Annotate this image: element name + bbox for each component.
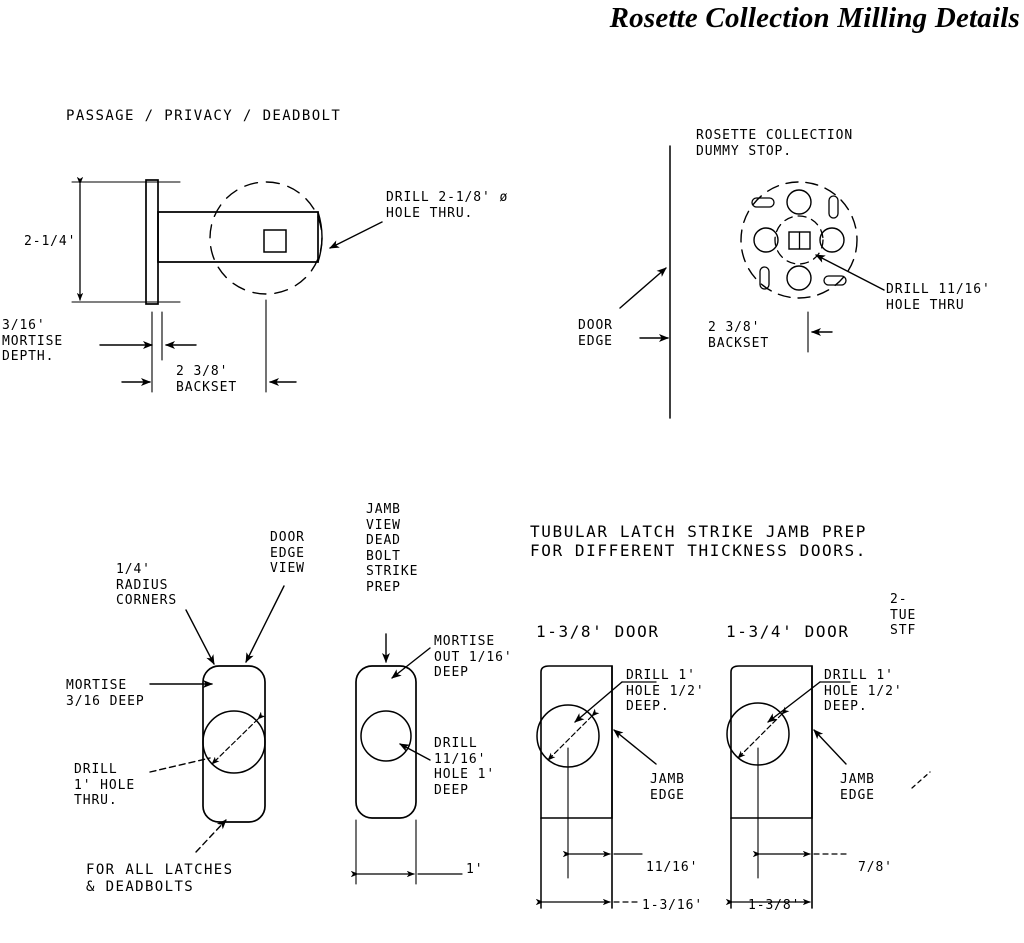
drill-hole-thru-callout: DRILL 2-1/8' ø HOLE THRU. (386, 190, 509, 221)
door-edge-view-label: DOOR EDGE VIEW (270, 530, 305, 576)
door-1-3-4-title: 1-3/4' DOOR (726, 622, 850, 641)
mortise-out-label: MORTISE OUT 1/16' DEEP (434, 634, 513, 680)
truncated-tubular-strike-label: 2- TUE STF (890, 592, 917, 638)
door-1-3-8-outer-dimension: 1-3/16' (642, 898, 704, 913)
door-1-3-8-jamb-edge-label: JAMB EDGE (650, 772, 685, 803)
jamb-deadbolt-strike-title: JAMB VIEW DEAD BOLT STRIKE PREP (366, 502, 419, 595)
mortise-depth-label: 3/16' MORTISE DEPTH. (2, 318, 64, 364)
door-1-3-4-inner-dimension: 7/8' (858, 860, 893, 875)
dummy-door-edge-label: DOOR EDGE (578, 318, 613, 349)
tubular-latch-strike-heading: TUBULAR LATCH STRIKE JAMB PREP FOR DIFFE… (530, 522, 867, 560)
dummy-stop-heading: ROSETTE COLLECTION DUMMY STOP. (696, 128, 854, 159)
all-latches-deadbolts-note: FOR ALL LATCHES & DEADBOLTS (86, 862, 234, 895)
door-1-3-8-inner-dimension: 11/16' (646, 860, 699, 875)
door-1-3-4-outer-dimension: 1-3/8' (748, 898, 801, 913)
jamb-width-dimension: 1' (466, 862, 484, 877)
passage-privacy-deadbolt-heading: PASSAGE / PRIVACY / DEADBOLT (66, 108, 342, 124)
door-1-3-4-jamb-edge-label: JAMB EDGE (840, 772, 875, 803)
latch-height-dimension-label: 2-1/4' (24, 234, 77, 249)
door-1-3-4-drill-callout: DRILL 1' HOLE 1/2' DEEP. (824, 668, 903, 714)
door-1-3-8-drill-callout: DRILL 1' HOLE 1/2' DEEP. (626, 668, 705, 714)
edge-view-mortise-depth-label: MORTISE 3/16 DEEP (66, 678, 145, 709)
door-1-3-8-title: 1-3/8' DOOR (536, 622, 660, 641)
page-title: Rosette Collection Milling Details (609, 2, 1020, 34)
radius-corners-label: 1/4' RADIUS CORNERS (116, 562, 178, 608)
dummy-drill-callout: DRILL 11/16' HOLE THRU (886, 282, 991, 313)
latch-backset-label: 2 3/8' BACKSET (176, 364, 238, 395)
jamb-drill-callout: DRILL 11/16' HOLE 1' DEEP (434, 736, 496, 798)
dummy-backset-label: 2 3/8' BACKSET (708, 320, 770, 351)
edge-view-drill-hole-label: DRILL 1' HOLE THRU. (74, 762, 136, 808)
